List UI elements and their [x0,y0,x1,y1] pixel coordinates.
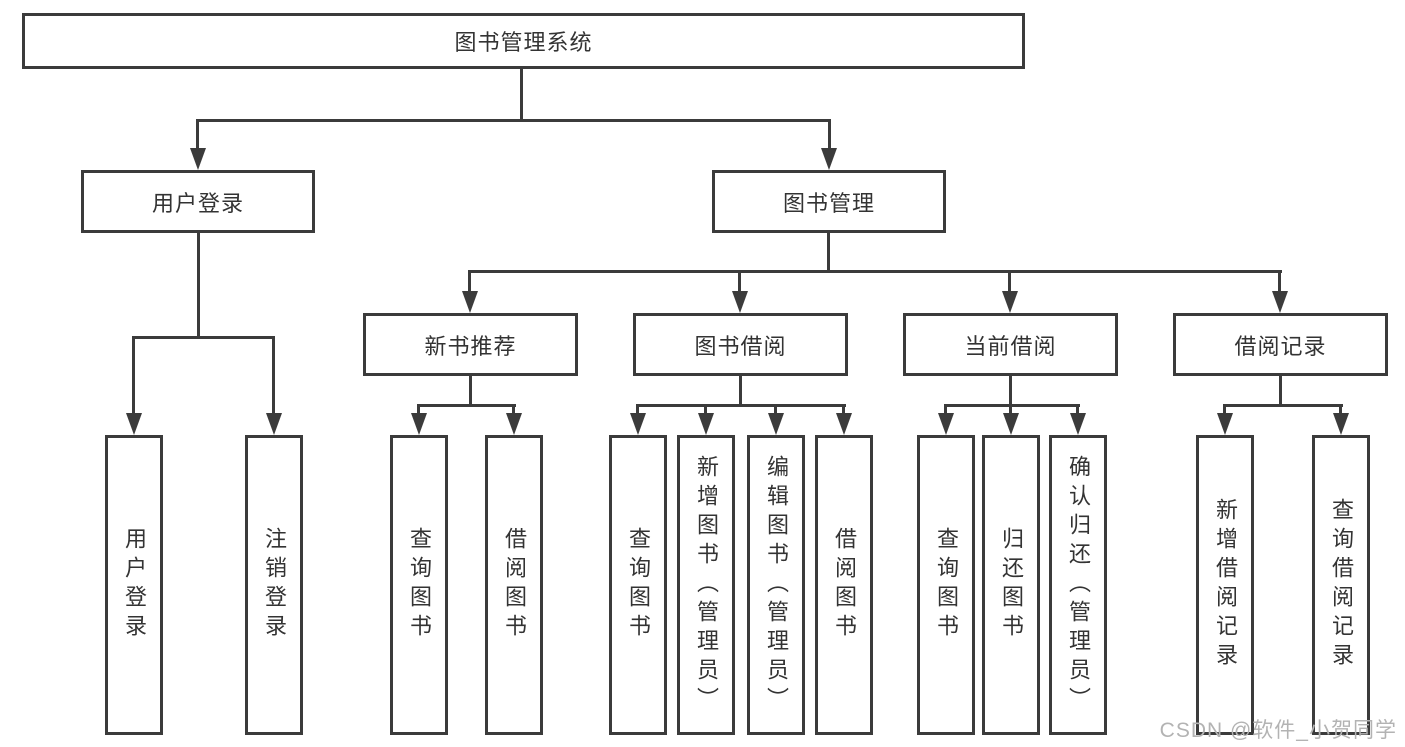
node-label: 查询借阅记录 [1329,498,1354,672]
node-new-book-recommend: 新书推荐 [363,313,578,376]
node-label: 用户登录 [122,527,147,643]
connector-shaft [417,404,420,416]
node-query-books-recommend: 查询图书 [390,435,448,735]
connector-shaft [944,404,947,416]
connector-shaft [842,404,845,416]
arrow-down-icon [821,148,837,170]
connector-shaft [196,119,199,150]
node-label: 图书管理 [782,190,875,216]
connector-level3-rail [469,270,1282,273]
connector-rail [1224,404,1343,407]
arrow-down-icon [1070,413,1086,435]
arrow-down-icon [506,413,522,435]
connector-user-rail [133,336,275,339]
node-book-management: 图书管理 [712,170,946,233]
node-add-borrow-record: 新增借阅记录 [1196,435,1254,735]
connector-shaft [272,336,275,415]
arrow-down-icon [1217,413,1233,435]
connector-root-drop [520,68,523,120]
arrow-down-icon [630,413,646,435]
connector-drop [1279,376,1282,406]
node-label: 查询图书 [626,527,651,643]
connector-shaft [468,270,471,293]
node-user-login-branch: 用户登录 [81,170,315,233]
connector-level2-rail [197,119,831,122]
node-label: 借阅记录 [1234,333,1327,359]
arrow-down-icon [1002,291,1018,313]
arrow-down-icon [836,413,852,435]
node-return-books: 归还图书 [982,435,1040,735]
connector-shaft [512,404,515,416]
connector-rail [418,404,516,407]
arrow-down-icon [266,413,282,435]
arrow-down-icon [938,413,954,435]
node-label: 查询图书 [407,527,432,643]
connector-drop [1009,376,1012,406]
connector-shaft [1278,270,1281,293]
arrow-down-icon [1003,413,1019,435]
node-borrow-books: 借阅图书 [815,435,873,735]
arrow-down-icon [126,413,142,435]
node-label: 编辑图书（管理员） [764,454,789,716]
node-add-books-admin: 新增图书（管理员） [677,435,735,735]
connector-shaft [1008,270,1011,293]
node-label: 图书管理系统 [454,30,593,55]
node-query-books-borrowing: 查询图书 [609,435,667,735]
arrow-down-icon [190,148,206,170]
node-label: 图书借阅 [694,333,787,359]
node-label: 新增借阅记录 [1213,498,1238,672]
connector-shaft [774,404,777,416]
node-label: 新书推荐 [424,333,517,359]
connector-shaft [828,119,831,150]
arrow-down-icon [698,413,714,435]
node-book-borrowing: 图书借阅 [633,313,848,376]
connector-rail [945,404,1080,407]
connector-book-drop [827,233,830,272]
csdn-watermark: CSDN @软件_小贺同学 [1159,719,1397,742]
arrow-down-icon [411,413,427,435]
connector-shaft [132,336,135,415]
node-edit-books-admin: 编辑图书（管理员） [747,435,805,735]
arrow-down-icon [1333,413,1349,435]
node-label: 用户登录 [151,190,244,216]
node-query-books-current: 查询图书 [917,435,975,735]
node-current-borrowing: 当前借阅 [903,313,1118,376]
connector-shaft [1223,404,1226,416]
node-logout: 注销登录 [245,435,303,735]
connector-drop [469,376,472,406]
node-label: 借阅图书 [502,527,527,643]
arrow-down-icon [768,413,784,435]
connector-shaft [636,404,639,416]
node-label: 当前借阅 [964,333,1057,359]
node-library-management-system: 图书管理系统 [22,13,1025,69]
node-label: 注销登录 [262,527,287,643]
node-label: 借阅图书 [832,527,857,643]
connector-rail [637,404,846,407]
node-user-login: 用户登录 [105,435,163,735]
connector-shaft [1009,404,1012,416]
node-borrowing-records: 借阅记录 [1173,313,1388,376]
node-label: 新增图书（管理员） [694,454,719,716]
node-query-borrow-record: 查询借阅记录 [1312,435,1370,735]
arrow-down-icon [1272,291,1288,313]
connector-shaft [1339,404,1342,416]
connector-shaft [738,270,741,293]
node-borrow-books-recommend: 借阅图书 [485,435,543,735]
connector-drop [739,376,742,406]
node-confirm-return-admin: 确认归还（管理员） [1049,435,1107,735]
node-label: 确认归还（管理员） [1066,454,1091,716]
connector-user-drop [197,233,200,338]
arrow-down-icon [462,291,478,313]
node-label: 归还图书 [999,527,1024,643]
connector-shaft [704,404,707,416]
node-label: 查询图书 [934,527,959,643]
arrow-down-icon [732,291,748,313]
connector-shaft [1076,404,1079,416]
